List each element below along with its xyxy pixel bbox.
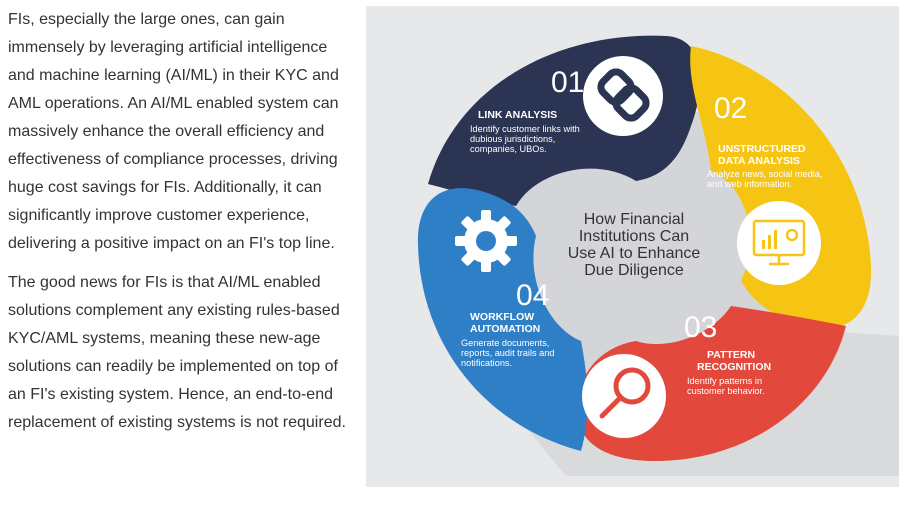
segment-04-title-line-2: AUTOMATION — [470, 323, 540, 335]
article-text: FIs, especially the large ones, can gain… — [8, 6, 356, 448]
chain-link-icon — [597, 68, 650, 122]
center-heading-line-2: Institutions Can — [579, 228, 689, 245]
paragraph-2: The good news for FIs is that AI/ML enab… — [8, 274, 346, 431]
icon-circle-03 — [582, 354, 666, 438]
monitor-chart-gear-icon — [752, 219, 806, 266]
segment-01-desc-line-1: Identify customer links with — [470, 124, 580, 134]
segment-01-desc-line-2: dubious jurisdictions, — [470, 134, 555, 144]
infographic: 01 02 03 04 LINK ANALYSIS Identify custo… — [366, 6, 899, 487]
segment-01-title: LINK ANALYSIS — [478, 109, 557, 121]
segment-04-desc-line-3: notifications. — [461, 358, 512, 368]
segment-02-desc-line-2: and web information. — [707, 179, 792, 189]
segment-04-number: 04 — [516, 279, 549, 312]
infographic-svg: 01 02 03 04 LINK ANALYSIS Identify custo… — [417, 35, 899, 476]
segment-03-desc-line-2: customer behavior. — [687, 386, 765, 396]
segment-03-title-line-2: RECOGNITION — [697, 361, 771, 373]
segment-02-title-line-1: UNSTRUCTURED — [718, 143, 806, 155]
segment-02-desc-line-1: Analyze news, social media, — [707, 169, 822, 179]
segment-04-desc-line-2: reports, audit trails and — [461, 348, 554, 358]
center-disc — [486, 99, 786, 399]
icon-circle-02 — [737, 201, 821, 285]
segment-02-title-line-2: DATA ANALYSIS — [718, 155, 800, 167]
segment-01-desc-line-3: companies, UBOs. — [470, 144, 547, 154]
paragraph-1: FIs, especially the large ones, can gain… — [8, 11, 339, 252]
center-heading-line-3: Use AI to Enhance — [568, 245, 701, 262]
center-heading-line-1: How Financial — [584, 211, 684, 228]
segment-03-title-line-1: PATTERN — [707, 349, 755, 361]
gear-icon — [455, 210, 517, 272]
magnifier-icon — [599, 367, 651, 419]
segment-02-shape — [690, 46, 872, 329]
segment-04-desc-line-1: Generate documents, — [461, 338, 549, 348]
segment-04-title-line-1: WORKFLOW — [470, 311, 534, 323]
segment-03-desc-line-1: Identify patterns in — [687, 376, 762, 386]
center-heading-line-4: Due Diligence — [584, 262, 684, 279]
segment-02-number: 02 — [714, 92, 747, 125]
segment-03-number: 03 — [684, 311, 717, 344]
segment-01-number: 01 — [551, 66, 584, 99]
